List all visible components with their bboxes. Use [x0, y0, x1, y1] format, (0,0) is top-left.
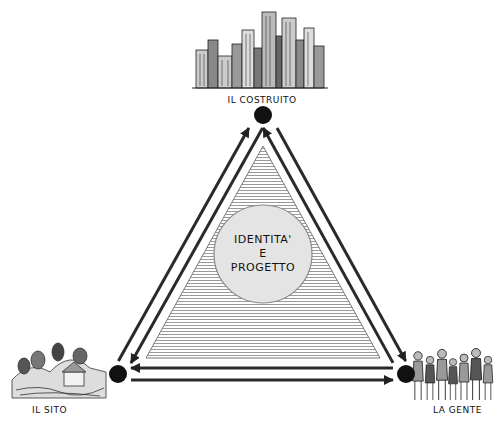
text-group: IDENTITA' E PROGETTO — [231, 233, 295, 275]
drawing-stroke — [439, 380, 446, 400]
text-group: LA GENTE — [433, 404, 483, 416]
dot-shape — [109, 365, 127, 383]
drawing-stroke — [449, 359, 458, 400]
drawing-stroke — [254, 48, 262, 88]
center-circle: IDENTITA' E PROGETTO — [213, 204, 313, 304]
text-group: IL COSTRUITO — [228, 94, 299, 106]
dot-shape — [397, 365, 415, 383]
drawing-stroke — [262, 12, 276, 88]
flow-arrow — [131, 379, 393, 382]
drawing-stroke — [276, 36, 282, 88]
flow-arrow — [131, 367, 393, 370]
drawing-stroke — [192, 87, 328, 88]
vertex-dot — [253, 105, 273, 125]
vertex-label: IL SITO — [32, 404, 68, 416]
drawing-stroke — [483, 356, 493, 400]
drawing-stroke — [438, 349, 447, 358]
vertex-node: IL COSTRUITO — [228, 94, 299, 125]
drawing-stroke — [218, 56, 232, 88]
dot-shape — [254, 106, 272, 124]
drawing-stroke — [296, 40, 304, 88]
drawing-stroke — [470, 359, 481, 380]
drawing-stroke — [282, 18, 296, 88]
drawing-stroke — [314, 46, 324, 88]
drawing-stroke — [414, 352, 422, 360]
vertex-dot — [108, 364, 128, 384]
center-label: IDENTITA' E PROGETTO — [231, 233, 295, 275]
drawing-stroke — [196, 50, 208, 88]
drawing-stroke — [460, 354, 468, 362]
drawing-stroke — [427, 383, 433, 400]
drawing-stroke — [31, 351, 45, 369]
drawing-stroke — [473, 380, 480, 400]
landscape — [12, 343, 106, 398]
drawing-stroke — [485, 383, 491, 400]
drawing-stroke — [459, 363, 469, 382]
drawing-stroke — [415, 381, 421, 400]
drawing-stroke — [425, 356, 435, 400]
drawing-stroke — [450, 384, 455, 400]
drawing-stroke — [426, 356, 434, 364]
drawing-stroke — [459, 354, 469, 400]
people-group — [413, 349, 493, 401]
drawing-stroke — [62, 362, 86, 372]
text-group: IL SITO — [32, 404, 68, 416]
circle-shape — [214, 205, 312, 303]
drawing-stroke — [437, 349, 448, 400]
drawing-stroke — [242, 30, 254, 88]
vertex-label: LA GENTE — [433, 404, 483, 416]
drawing-stroke — [425, 365, 435, 383]
drawing-stroke — [64, 372, 84, 386]
cityscape — [192, 12, 328, 88]
drawing-stroke — [208, 40, 218, 88]
drawing-stroke — [304, 28, 314, 88]
drawing-stroke — [232, 44, 242, 88]
drawing-stroke — [483, 365, 493, 383]
vertex-label: IL COSTRUITO — [228, 94, 299, 106]
drawing-stroke — [16, 387, 104, 396]
drawing-stroke — [449, 367, 458, 384]
vertex-dot — [396, 364, 416, 384]
drawing-stroke — [200, 16, 308, 86]
drawing-stroke — [461, 382, 467, 400]
drawing-stroke — [437, 359, 448, 380]
drawing-stroke — [18, 358, 30, 374]
vertex-node: LA GENTE — [396, 364, 483, 416]
vertex-node: IL SITO — [32, 364, 128, 416]
drawing-stroke — [73, 348, 87, 364]
drawing-stroke — [52, 343, 64, 361]
drawing-stroke — [449, 359, 456, 366]
drawing-stroke — [470, 349, 481, 401]
drawing-stroke — [484, 356, 492, 364]
drawing-stroke — [472, 349, 481, 358]
